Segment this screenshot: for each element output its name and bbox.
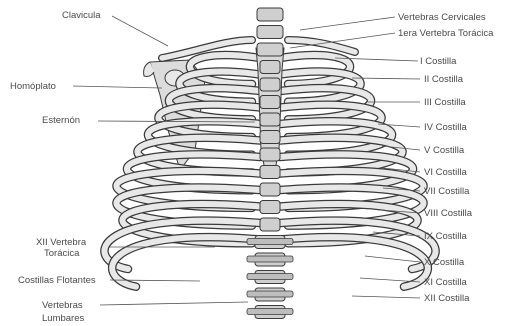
label-vertebras-cervicales: Vertebras Cervicales — [398, 12, 486, 23]
leader-line — [73, 86, 162, 88]
vertebra — [257, 26, 283, 39]
label-homoplato: Homóplato — [10, 81, 56, 92]
vertebra — [260, 131, 280, 144]
label-costilla-12: XII Costilla — [424, 293, 469, 304]
label-esternon: Esternón — [42, 115, 80, 126]
vertebra — [260, 183, 280, 196]
transverse-process — [247, 256, 293, 262]
label-costilla-9: IX Costilla — [424, 231, 467, 242]
transverse-process — [247, 239, 293, 245]
leader-line — [112, 16, 168, 46]
label-vertebras-lumbares-line2: Lumbares — [42, 313, 84, 324]
transverse-process — [247, 309, 293, 315]
label-primera-vertebra-toracica: 1era Vertebra Torácica — [398, 28, 493, 39]
label-costilla-2: II Costilla — [424, 74, 463, 85]
label-costilla-1: I Costilla — [420, 56, 456, 67]
label-costilla-4: IV Costilla — [424, 122, 467, 133]
vertebra — [260, 148, 280, 161]
leader-line — [352, 296, 420, 298]
vertebra — [260, 218, 280, 231]
vertebra — [260, 201, 280, 214]
label-costilla-10: X Costilla — [424, 257, 464, 268]
label-xii-vertebra-line1: XII Vertebra — [36, 237, 86, 248]
label-clavicula: Clavicula — [62, 10, 101, 21]
vertebra — [260, 78, 280, 91]
label-costilla-8: VIII Costilla — [424, 208, 472, 219]
vertebra — [257, 43, 283, 56]
label-xii-vertebra-line2: Torácica — [44, 248, 79, 259]
label-vertebras-lumbares-line1: Vertebras — [42, 300, 83, 311]
label-costilla-11: XI Costilla — [424, 277, 467, 288]
transverse-process — [247, 274, 293, 280]
label-costilla-6: VI Costilla — [424, 167, 467, 178]
leader-line — [360, 278, 420, 282]
label-costillas-flotantes: Costillas Flotantes — [18, 275, 96, 286]
vertebra — [260, 96, 280, 109]
leader-line — [100, 302, 248, 305]
transverse-process — [247, 291, 293, 297]
label-costilla-7: VII Costilla — [424, 186, 469, 197]
vertebra — [260, 113, 280, 126]
label-costilla-3: III Costilla — [424, 97, 466, 108]
label-costilla-5: V Costilla — [424, 145, 464, 156]
vertebra — [260, 166, 280, 179]
vertebra — [260, 61, 280, 74]
vertebra — [257, 8, 283, 21]
leader-line — [365, 256, 420, 262]
leader-line — [300, 17, 395, 30]
rib-cage-illustration — [104, 8, 435, 319]
